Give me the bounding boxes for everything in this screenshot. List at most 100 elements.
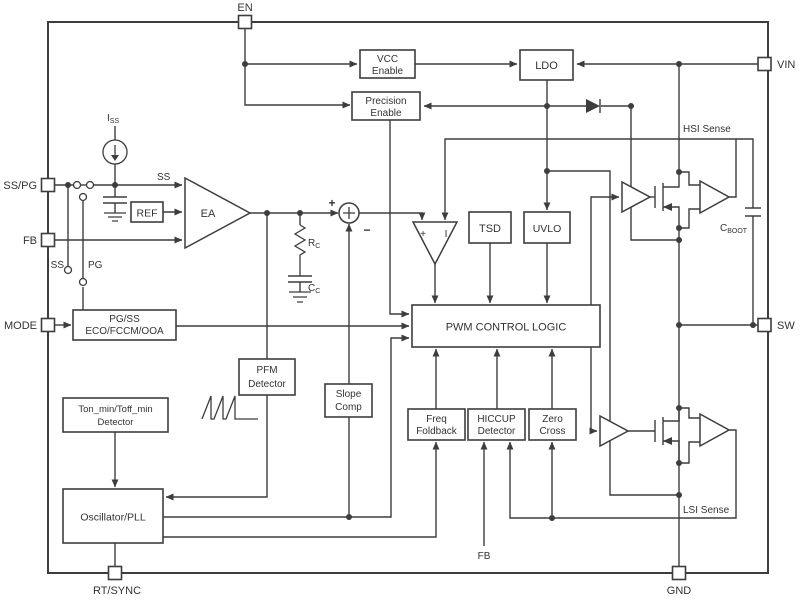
ls-sense-inputs (679, 407, 700, 464)
comparator-plus-label: + (420, 229, 426, 240)
pfm-label-2: Detector (248, 379, 286, 390)
hsi-sense-amp (699, 179, 731, 215)
oscillator-pll-block (62, 488, 164, 544)
wires (55, 28, 761, 566)
pg-ss-block (72, 309, 177, 341)
ls-fet-leads (663, 408, 680, 463)
pin-label-sw: SW (777, 320, 795, 332)
pin-sw (757, 317, 772, 333)
cc-capacitor (288, 275, 312, 283)
node (676, 169, 682, 175)
ss-to-ea-label: SS (157, 172, 171, 183)
wire-pfm-osc (165, 395, 268, 501)
symbols (63, 99, 731, 448)
precision-enable-label-2: Enable (370, 108, 402, 119)
pwm-control-logic-label: PWM CONTROL LOGIC (446, 322, 567, 334)
hiccup-detector-block (467, 408, 526, 441)
hs-gate-driver (621, 180, 652, 214)
node (676, 61, 682, 67)
rc-label: RC (308, 238, 320, 250)
cboot-capacitor (745, 207, 761, 217)
pwm-control-logic-block (411, 304, 601, 348)
error-amplifier (184, 176, 252, 250)
pg-ss-label-2: ECO/FCCM/OOA (85, 326, 164, 337)
wire-cboot-top (736, 138, 754, 208)
pwm-comparator (411, 221, 459, 266)
node (676, 322, 682, 328)
wire-osc-freqfoldback (163, 441, 440, 538)
tsd-block (468, 211, 512, 244)
pg-switch-contact (78, 192, 88, 202)
hsi-sense-label: HSI Sense (683, 124, 731, 135)
node (544, 103, 550, 109)
slope-comp-label-2: Comp (335, 402, 362, 413)
slope-comp-label-1: Slope (336, 389, 362, 400)
sum-minus-label: − (363, 223, 370, 237)
wire-en-precision-enable (244, 28, 351, 109)
bootstrap-diode (586, 99, 600, 113)
labels: EN VIN SS/PG FB MODE SW RT/SYNC GND VCC … (3, 2, 795, 597)
switch-contact (85, 180, 95, 190)
pfm-detector-block (238, 358, 296, 396)
ss-capacitor (103, 196, 127, 204)
hs-fet-leads (663, 172, 680, 228)
hiccup-label-2: Detector (478, 426, 516, 437)
wire-pwm-hs-driver (590, 193, 620, 305)
ss-cap-ground (104, 212, 126, 222)
node (297, 210, 303, 216)
node (676, 460, 682, 466)
node (628, 103, 634, 109)
pin-label-gnd: GND (667, 585, 692, 597)
pin-vin (757, 56, 772, 72)
blocks (62, 49, 601, 544)
pin-label-rt-sync: RT/SYNC (93, 585, 141, 597)
ss-switch-contact (63, 265, 73, 275)
cboot-label: CBOOT (720, 223, 748, 235)
hiccup-label-1: HICCUP (477, 414, 516, 425)
uvlo-block (523, 211, 571, 244)
tsd-label: TSD (479, 223, 501, 235)
pin-gnd (671, 565, 687, 581)
slope-comp-block (324, 383, 373, 418)
pfm-label-1: PFM (256, 365, 277, 376)
junction-dots (65, 61, 756, 521)
pin-label-mode: MODE (4, 320, 37, 332)
ton-toff-label-2: Detector (98, 417, 134, 428)
lsi-sense-amp (699, 412, 731, 448)
pg-switch-label: PG (88, 260, 103, 271)
vcc-enable-label-1: VCC (377, 54, 398, 65)
vcc-enable-block (359, 49, 416, 79)
pins (40, 14, 772, 581)
freq-foldback-label-2: Foldback (416, 426, 458, 437)
pin-mode (40, 317, 56, 333)
hs-sense-inputs (679, 171, 700, 229)
pin-label-vin: VIN (777, 59, 795, 71)
ref-block (130, 201, 164, 223)
sum-plus-label: + (328, 196, 335, 210)
node (676, 225, 682, 231)
pg-ss-label-1: PG/SS (109, 314, 140, 325)
wire-boot-rail (630, 106, 679, 241)
summing-cross (343, 207, 355, 219)
pg-switch-contact (78, 277, 88, 287)
ref-label: REF (137, 208, 158, 220)
cc-label: CC (308, 283, 320, 295)
iss-arrow-head (111, 155, 119, 161)
chip-boundary (47, 21, 769, 574)
switch-contact (72, 180, 82, 190)
lsi-sense-label: LSI Sense (683, 505, 730, 516)
zero-cross-label-1: Zero (542, 414, 563, 425)
wire-pwm-ls-driver (589, 347, 598, 435)
wire-vcc-ls-rail (547, 170, 679, 496)
pin-rt-sync (107, 565, 123, 581)
node (676, 405, 682, 411)
zero-cross-label-2: Cross (539, 426, 565, 437)
zero-cross-block (528, 408, 577, 441)
node (549, 515, 555, 521)
oscillator-label: Oscillator/PLL (80, 512, 146, 524)
ton-toff-label-1: Ton_min/Toff_min (78, 404, 152, 415)
wire-lsi-hiccup (506, 429, 737, 519)
node (65, 182, 71, 188)
